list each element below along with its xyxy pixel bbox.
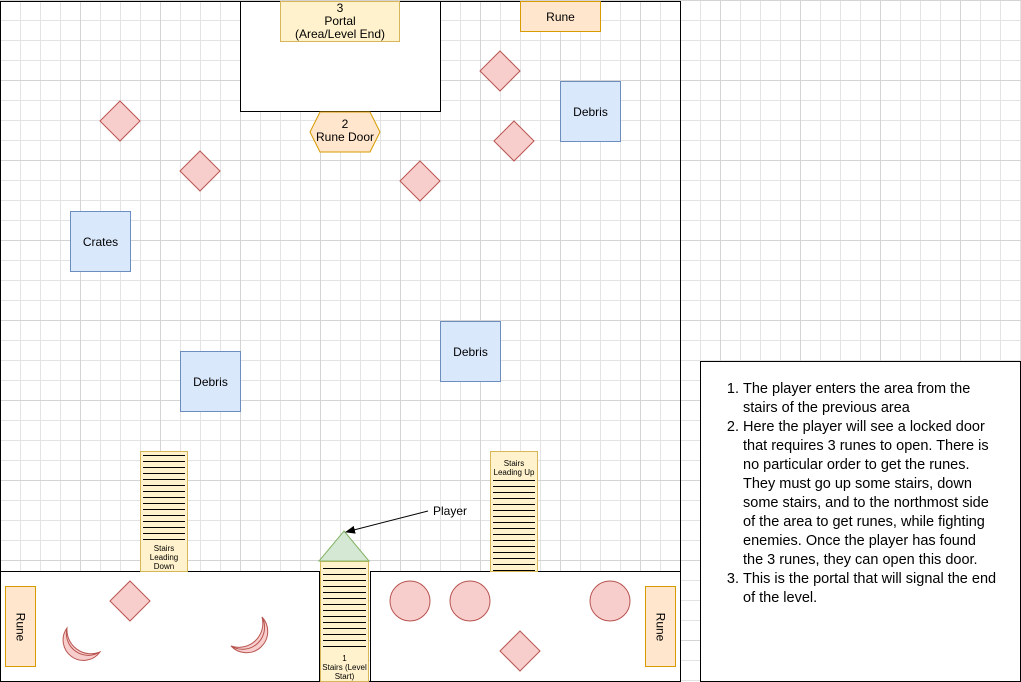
stairs-start-label: Stairs (Level Start) bbox=[322, 663, 367, 681]
rune-top: Rune bbox=[520, 1, 601, 32]
debris-left-label: Debris bbox=[193, 374, 228, 389]
portal-line2: (Area/Level End) bbox=[294, 27, 386, 41]
rune-door-hexagon bbox=[309, 111, 381, 153]
crates: Crates bbox=[70, 211, 131, 272]
rune-left: Rune bbox=[5, 586, 36, 667]
player-label: Player bbox=[433, 504, 468, 518]
note-item: The player enters the area from the stai… bbox=[743, 380, 1000, 418]
stairs-up-steps bbox=[493, 480, 535, 571]
note-item: Here the player will see a locked door t… bbox=[743, 418, 1000, 570]
enemy-circle bbox=[389, 580, 431, 622]
crates-label: Crates bbox=[82, 234, 119, 249]
enemy-crescent bbox=[62, 626, 102, 661]
enemy-diamond bbox=[479, 50, 521, 92]
note-item: This is the portal that will signal the … bbox=[743, 570, 1000, 608]
stairs-down-steps bbox=[143, 455, 185, 545]
enemy-diamond bbox=[109, 580, 151, 622]
rune-door-label: Rune Door bbox=[315, 130, 375, 144]
enemy-diamond bbox=[493, 120, 535, 162]
debris-mid: Debris bbox=[440, 321, 501, 382]
stairs-start-steps bbox=[323, 568, 366, 652]
player-arrow bbox=[345, 510, 429, 534]
debris-left: Debris bbox=[180, 351, 241, 412]
enemy-circle bbox=[449, 580, 491, 622]
portal-line1: Portal bbox=[324, 14, 356, 28]
enemy-circle bbox=[589, 580, 631, 622]
debris-top: Debris bbox=[560, 81, 621, 142]
notes-panel: The player enters the area from the stai… bbox=[700, 361, 1021, 682]
enemy-diamond bbox=[399, 160, 441, 202]
portal-number: 3 bbox=[336, 1, 344, 15]
notes-list: The player enters the area from the stai… bbox=[705, 380, 1000, 608]
rune-door: 2 Rune Door bbox=[310, 118, 380, 144]
portal: 3 Portal (Area/Level End) bbox=[280, 1, 400, 42]
rune-door-number: 2 bbox=[341, 117, 349, 131]
rune-top-label: Rune bbox=[546, 9, 575, 24]
debris-top-label: Debris bbox=[573, 104, 608, 119]
stairs-start-number: 1 bbox=[342, 654, 347, 663]
stairs-up: Stairs Leading Up bbox=[490, 451, 538, 572]
enemy-crescent bbox=[230, 616, 269, 654]
stairs-start: 1 Stairs (Level Start) bbox=[320, 561, 369, 682]
enemy-diamond bbox=[99, 100, 141, 142]
enemy-diamond bbox=[499, 630, 541, 672]
player-triangle bbox=[317, 530, 371, 562]
rune-right: Rune bbox=[645, 586, 676, 667]
enemy-diamond bbox=[179, 150, 221, 192]
stairs-up-label: Stairs Leading Up bbox=[493, 459, 535, 477]
debris-mid-label: Debris bbox=[453, 344, 488, 359]
stairs-down-label: Stairs Leading Down bbox=[149, 544, 179, 571]
stairs-down: Stairs Leading Down bbox=[140, 451, 188, 572]
